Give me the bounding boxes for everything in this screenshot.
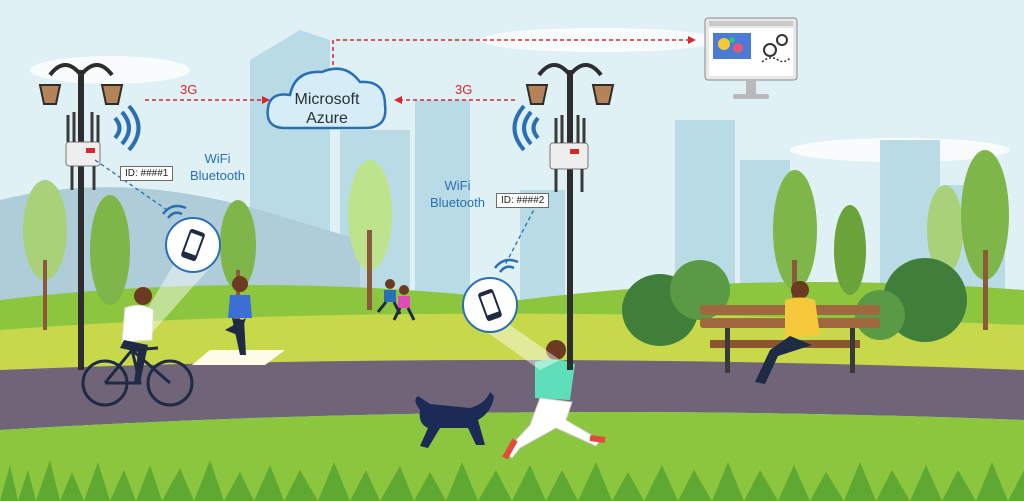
monitor-dashboard-icon (704, 17, 798, 99)
azure-cloud-icon (266, 67, 387, 130)
smartphone-icon-right (478, 289, 502, 321)
link-label-right: 3G (455, 82, 473, 97)
dog (415, 392, 494, 448)
wifi-icon-left-phone (162, 204, 187, 219)
left-bluetooth-label: Bluetooth (190, 168, 245, 183)
arrow-heads (262, 36, 696, 104)
wifi-icon-right-device (512, 104, 540, 152)
wifi-icon-right-phone (494, 258, 519, 273)
cyclist (81, 287, 194, 407)
cloud-label-line2: Azure (306, 110, 348, 127)
yoga-mat (192, 350, 285, 365)
wireless-links (94, 159, 541, 266)
lamp-post-left (38, 63, 124, 370)
link-label-left: 3G (180, 82, 198, 97)
cloud-label: Microsoft Azure (282, 90, 372, 128)
network-links (145, 39, 688, 101)
right-bluetooth-label: Bluetooth (430, 195, 485, 210)
trees (23, 150, 1009, 346)
distant-joggers (376, 279, 416, 321)
left-phone-beam (135, 262, 215, 335)
left-wifi-label: WiFi (204, 151, 231, 166)
yoga-person (225, 276, 252, 355)
right-node-id: ID: ####2 (496, 193, 550, 208)
left-node-protocols: WiFi Bluetooth (190, 150, 245, 184)
runner (502, 340, 606, 460)
lamp-post-right (525, 63, 615, 370)
right-wifi-label: WiFi (444, 178, 471, 193)
smartphone-icon-left (181, 229, 205, 261)
wifi-icon-left-device (113, 104, 141, 152)
woman-on-bench (755, 281, 820, 384)
cloud-label-line1: Microsoft (294, 91, 360, 108)
right-node-protocols: WiFi Bluetooth (430, 177, 485, 211)
left-node-id: ID: ####1 (120, 166, 174, 181)
grass-blades (0, 460, 1024, 501)
